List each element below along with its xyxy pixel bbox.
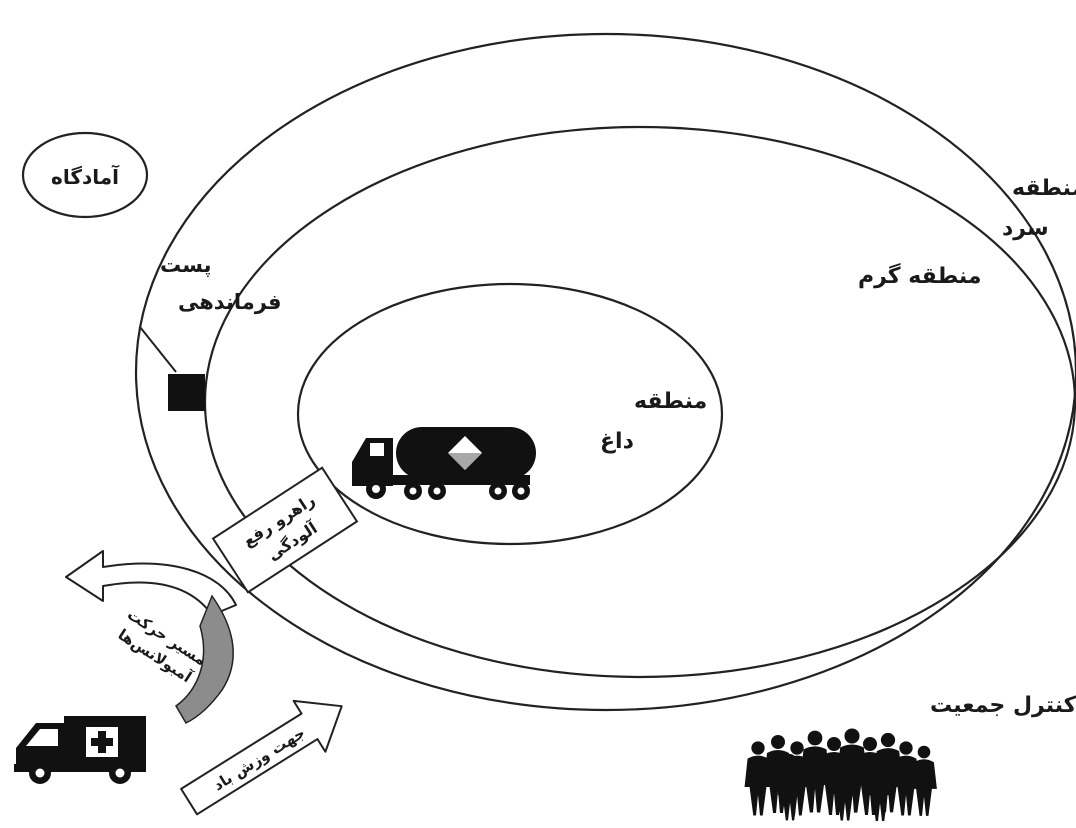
cold-zone-label-line1: منطقه	[1012, 176, 1076, 201]
command-post-label-line1: پست	[160, 253, 212, 277]
crowd-control-label: کنترل جمعیت	[930, 693, 1076, 718]
warm-zone-label: منطقه گرم	[858, 262, 981, 289]
crowd-person-figure	[777, 754, 803, 821]
crowd-person-figure	[867, 753, 893, 822]
curved-route-arrow-icon	[65, 550, 237, 616]
hot-zone-label-line2: داغ	[600, 429, 634, 454]
decon-corridor-box: راهرو رفع آلودگی	[211, 466, 359, 594]
wind-direction-label: جهت وزش باد	[210, 724, 308, 795]
hot-zone-ring	[296, 282, 724, 546]
cold-zone-label-line2: سرد	[1002, 216, 1049, 241]
tanker-truck-icon	[352, 427, 536, 500]
crowd-person-figure	[911, 745, 937, 816]
crowd-person-figure	[832, 751, 858, 821]
crowd-silhouette-icon	[744, 728, 937, 822]
crowd-person-figure	[744, 741, 772, 816]
ambulance-route-band	[175, 594, 234, 724]
staging-area-ellipse	[21, 131, 149, 219]
command-post-pointer	[139, 326, 177, 373]
hot-zone-label-line1: منطقه	[634, 389, 707, 414]
cold-zone-ring	[135, 33, 1076, 711]
staging-area-label: آمادگاه	[51, 164, 120, 189]
ambulance-icon	[14, 716, 146, 784]
command-post-square-icon	[168, 374, 205, 411]
command-post-label-line2: فرماندهی	[178, 290, 282, 314]
crowd-person-figure	[892, 741, 920, 816]
